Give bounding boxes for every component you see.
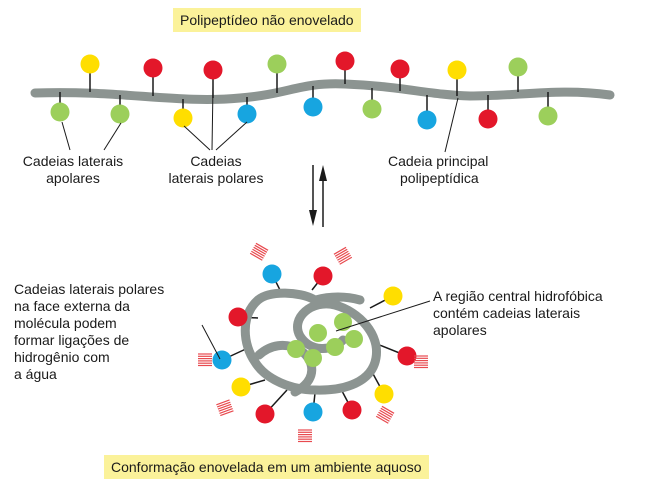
polar-side-chain [143, 58, 163, 78]
polar-side-chain [237, 104, 257, 124]
polar-side-chain [173, 108, 193, 128]
polar-side-chain [303, 402, 323, 422]
label-line: Cadeias laterais [22, 153, 124, 169]
polar-side-chain [390, 59, 410, 79]
nonpolar-core-side-chain [287, 340, 305, 358]
polar-side-chain [80, 54, 100, 74]
polar-side-chain [383, 286, 403, 306]
polar-side-chain [342, 400, 362, 420]
polar-side-chain [417, 110, 437, 130]
nonpolar-side-chain [538, 106, 558, 126]
water-molecules [249, 242, 269, 261]
unfolded-pointer-lines [61, 85, 459, 153]
label-nonpolar-side-chains: Cadeias laterais apolares [18, 153, 128, 187]
nonpolar-side-chain [50, 102, 70, 122]
label-line: Cadeia principal [388, 153, 489, 169]
polar-side-chain [203, 60, 223, 80]
water-molecules [414, 355, 428, 369]
nonpolar-side-chain [508, 57, 528, 77]
water-molecules [216, 399, 234, 417]
label-line: na face externa da [14, 298, 130, 314]
double-arrow-icon [309, 165, 327, 227]
folded-conformation-title: Conformação enovelada em um ambiente aqu… [104, 455, 429, 479]
polar-side-chain [255, 404, 275, 424]
nonpolar-side-chain [267, 54, 287, 74]
water-molecules [375, 405, 395, 424]
polar-side-chain [478, 109, 498, 129]
unfolded-polypeptide-title: Polipeptídeo não enovelado [173, 8, 361, 32]
polar-side-chain [397, 346, 417, 366]
nonpolar-side-chain [362, 99, 382, 119]
label-line: Cadeias [190, 153, 242, 169]
label-line: molécula podem [14, 315, 117, 331]
polar-side-chain [262, 264, 282, 284]
nonpolar-side-chain [110, 104, 130, 124]
nonpolar-core-side-chain [334, 313, 352, 331]
polar-side-chain [303, 97, 323, 117]
label-polar-side-chains: Cadeias laterais polares [156, 153, 276, 187]
water-molecules [298, 429, 312, 443]
water-molecules [333, 246, 353, 265]
nonpolar-core-side-chain [309, 324, 327, 342]
label-line: hidrogênio com [14, 349, 110, 365]
polar-side-chain [313, 266, 333, 286]
label-line: apolares [433, 322, 487, 338]
folded-protein [198, 242, 428, 443]
unfolded-chain [30, 51, 615, 130]
nonpolar-core-side-chain [345, 330, 363, 348]
label-line: formar ligações de [14, 332, 130, 348]
label-line: laterais polares [168, 170, 264, 186]
polar-side-chain [447, 60, 467, 80]
polar-side-chain [212, 350, 232, 370]
nonpolar-core-side-chain [304, 349, 322, 367]
polar-side-chain [335, 51, 355, 71]
folded-pointer-lines [201, 300, 431, 360]
polar-side-chain [374, 384, 394, 404]
label-line: contém cadeias laterais [433, 305, 581, 321]
label-line: a água [14, 366, 57, 382]
label-line: apolares [46, 170, 100, 186]
label-line: polipeptídica [400, 170, 479, 186]
polar-side-chain [231, 377, 251, 397]
label-line: A região central hidrofóbica [433, 288, 603, 304]
nonpolar-core-side-chain [326, 338, 344, 356]
label-polar-surface: Cadeias laterais polares na face externa… [14, 281, 164, 383]
label-main-chain: Cadeia principal polipeptídica [388, 153, 488, 187]
label-hydrophobic-core: A região central hidrofóbica contém cade… [433, 288, 603, 339]
water-molecules [198, 353, 212, 367]
main-chain-backbone [30, 79, 615, 104]
polar-side-chain [228, 307, 248, 327]
label-line: Cadeias laterais polares [14, 281, 165, 297]
